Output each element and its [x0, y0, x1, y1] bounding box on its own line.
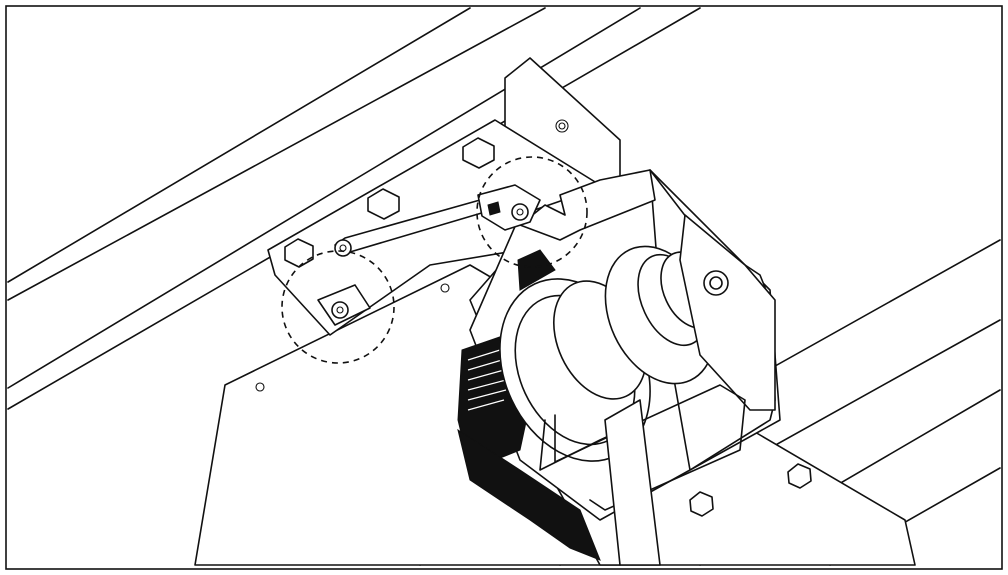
- base-plate-hole: [255, 382, 265, 392]
- gear-teeth: [467, 349, 507, 411]
- shaft-nut-inner: [709, 276, 723, 290]
- wire-guard-inner: [554, 414, 611, 463]
- end-shield: [679, 214, 776, 411]
- hex-bolt: [462, 137, 495, 169]
- wrench: [334, 184, 541, 257]
- callout-right: [476, 156, 588, 268]
- adjustment-nut: [317, 284, 371, 326]
- border-frame: [5, 5, 1003, 570]
- bracket-bolt-hole: [555, 119, 569, 133]
- bracket-bolt-hole-inner: [558, 122, 566, 130]
- bracket-strap: [604, 399, 661, 566]
- base-plate-hole: [440, 283, 450, 293]
- tensioner-arm: [519, 169, 656, 241]
- shadow-lower: [457, 428, 601, 561]
- hex-bolt: [284, 238, 314, 268]
- hex-bolt: [367, 188, 400, 220]
- shadow-upper: [517, 249, 556, 291]
- callout-left: [281, 250, 395, 364]
- hex-bolt: [787, 463, 812, 489]
- hex-bolt: [689, 491, 714, 517]
